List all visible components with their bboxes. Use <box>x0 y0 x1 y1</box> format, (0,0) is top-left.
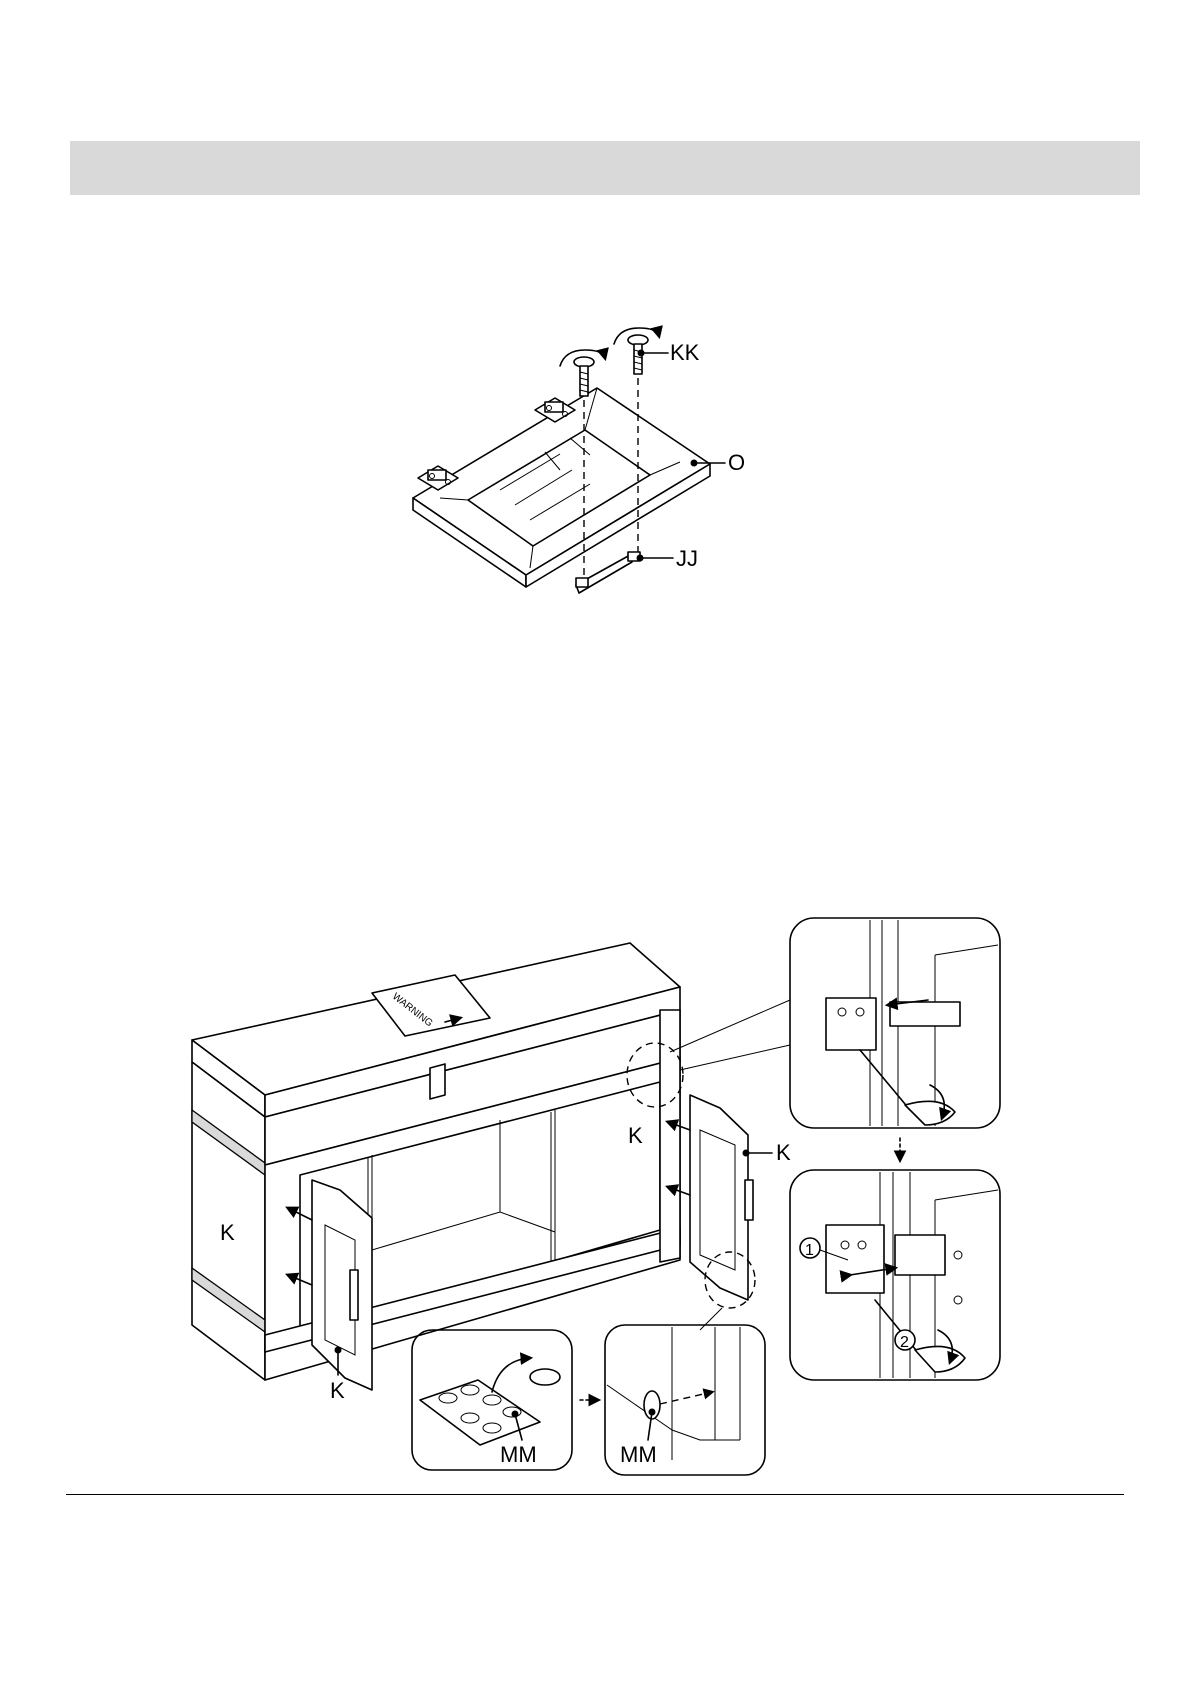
detail-hinge-adjust: 1 2 <box>790 1170 1000 1380</box>
label-jj: JJ <box>676 546 698 571</box>
cabinet-door-install-figure: WARNING <box>192 918 1000 1475</box>
label-mm-sheet: MM <box>500 1442 537 1467</box>
label-side-panel-k: K <box>220 1220 235 1245</box>
callout-step-2: 2 <box>900 1334 909 1351</box>
footer-divider <box>66 1494 1124 1495</box>
detail-cap-placement: MM <box>605 1325 765 1475</box>
label-inner-panel-k: K <box>628 1123 643 1148</box>
detail-cover-caps: MM <box>412 1330 572 1470</box>
screw-kk <box>614 328 659 374</box>
detail-hinge-attach <box>790 918 1000 1128</box>
label-left-door-k: K <box>330 1378 345 1403</box>
door-handle-install-figure: KK O JJ <box>413 328 745 593</box>
right-door <box>690 1095 753 1300</box>
label-right-door-k: K <box>776 1140 791 1165</box>
callout-step-1: 1 <box>805 1242 814 1259</box>
label-o: O <box>728 450 745 475</box>
handle-jj <box>576 552 640 593</box>
label-kk: KK <box>670 340 700 365</box>
label-mm-cap: MM <box>620 1442 657 1467</box>
